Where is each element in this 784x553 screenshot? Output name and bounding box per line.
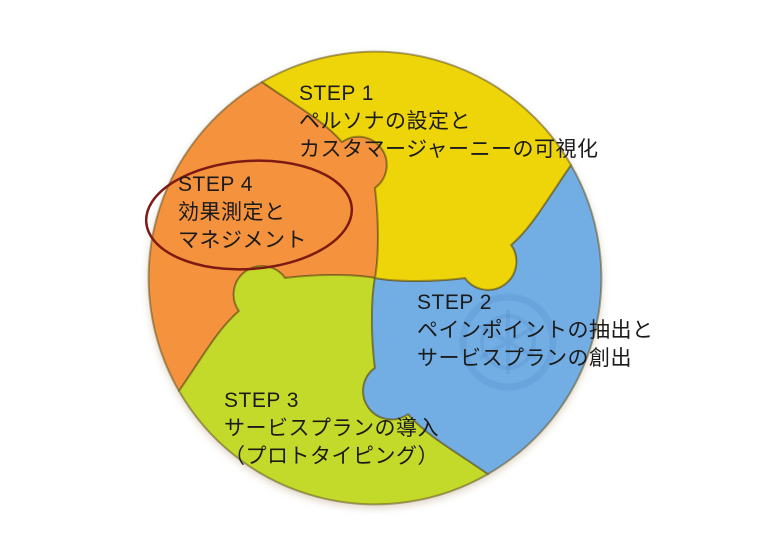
step4-line2: マネジメント	[178, 229, 307, 252]
step2-line2: サービスプランの創出	[417, 347, 632, 370]
step4-title: STEP 4	[178, 173, 253, 196]
step1-line2: カスタマージャーニーの可視化	[299, 138, 599, 161]
step1-title: STEP 1	[299, 82, 374, 105]
highlight-ellipse	[144, 159, 354, 271]
step2-title: STEP 2	[417, 291, 492, 314]
step2-line1: ペインポイントの抽出と	[417, 319, 654, 342]
watermark-seal-icon	[459, 293, 557, 391]
step4-label: STEP 4 効果測定と マネジメント	[178, 171, 307, 255]
step4-line1: 効果測定と	[178, 201, 286, 224]
step3-label: STEP 3 サービスプランの導入 （プロトタイピング）	[224, 387, 439, 471]
step3-title: STEP 3	[224, 389, 299, 412]
step1-label: STEP 1 ペルソナの設定と カスタマージャーニーの可視化	[299, 80, 599, 164]
step3-line1: サービスプランの導入	[224, 417, 439, 440]
step2-label: STEP 2 ペインポイントの抽出と サービスプランの創出	[417, 289, 654, 373]
step3-line2: （プロトタイピング）	[224, 445, 439, 468]
step1-line1: ペルソナの設定と	[299, 110, 471, 133]
